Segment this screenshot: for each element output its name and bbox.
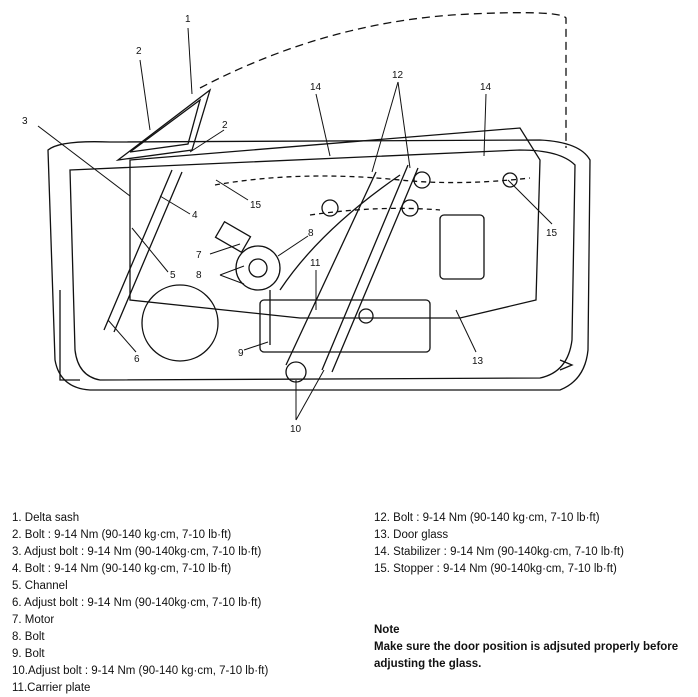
carrier-plate xyxy=(259,299,431,353)
channel-left xyxy=(103,169,183,333)
callout-14: 14 xyxy=(310,82,322,93)
legend-item-1: 1. Delta sash xyxy=(12,512,80,524)
door-glass-regulator-diagram: 1 2 3 2 4 5 6 7 8 8 9 10 11 12 13 14 14 … xyxy=(22,12,591,435)
callout-12: 12 xyxy=(392,70,404,81)
door-glass-outline xyxy=(129,127,541,319)
legend-item-13: 13. Door glass xyxy=(374,529,449,541)
legend-item-9: 9. Bolt xyxy=(12,648,45,660)
legend-item-14: 14. Stabilizer : 9-14 Nm (90-140kg·cm, 7… xyxy=(374,546,624,558)
legend-right: 12. Bolt : 9-14 Nm (90-140 kg·cm, 7-10 l… xyxy=(374,510,624,578)
legend-item-6: 6. Adjust bolt : 9-14 Nm (90-140kg·cm, 7… xyxy=(12,597,262,609)
legend-item-2: 2. Bolt : 9-14 Nm (90-140 kg·cm, 7-10 lb… xyxy=(12,529,232,541)
legend-item-12: 12. Bolt : 9-14 Nm (90-140 kg·cm, 7-10 l… xyxy=(374,512,600,524)
callout-11: 11 xyxy=(310,258,321,269)
door-panel-inner xyxy=(69,149,576,381)
callout-10: 10 xyxy=(290,424,302,435)
legend-item-3: 3. Adjust bolt : 9-14 Nm (90-140kg·cm, 7… xyxy=(12,546,262,558)
note-block: Note Make sure the door position is adjs… xyxy=(374,622,694,673)
callout-4: 4 xyxy=(192,210,198,221)
callout-6: 6 xyxy=(134,354,140,365)
legend-item-11: 11.Carrier plate xyxy=(12,682,91,694)
legend-item-10: 10.Adjust bolt : 9-14 Nm (90-140 kg·cm, … xyxy=(12,665,269,677)
legend-left: 1. Delta sash 2. Bolt : 9-14 Nm (90-140 … xyxy=(12,510,268,697)
legend-item-5: 5. Channel xyxy=(12,580,68,592)
callout-1: 1 xyxy=(185,14,191,25)
note-text: Make sure the door position is adjsuted … xyxy=(374,641,679,670)
callout-7: 7 xyxy=(196,250,202,261)
callout-9: 9 xyxy=(238,348,244,359)
callout-8b: 8 xyxy=(196,270,202,281)
callout-15: 15 xyxy=(250,200,262,211)
legend-item-7: 7. Motor xyxy=(12,614,55,626)
glass-raised-outline xyxy=(199,12,567,148)
callout-5: 5 xyxy=(170,270,176,281)
callout-2: 2 xyxy=(136,46,142,57)
legend-item-15: 15. Stopper : 9-14 Nm (90-140kg·cm, 7-10… xyxy=(374,563,617,575)
callout-14b: 14 xyxy=(480,82,492,93)
legend-item-4: 4. Bolt : 9-14 Nm (90-140 kg·cm, 7-10 lb… xyxy=(12,563,232,575)
channel-right xyxy=(321,164,419,373)
callout-13: 13 xyxy=(472,356,484,367)
callout-3: 3 xyxy=(22,116,28,127)
legend-item-8: 8. Bolt xyxy=(12,631,45,643)
motor xyxy=(235,245,281,291)
callout-8: 8 xyxy=(308,228,314,239)
delta-sash xyxy=(115,88,212,161)
callout-15b: 15 xyxy=(546,228,558,239)
note-title: Note xyxy=(374,624,400,636)
callout-2b: 2 xyxy=(222,120,228,131)
door-panel-outline xyxy=(47,139,591,391)
